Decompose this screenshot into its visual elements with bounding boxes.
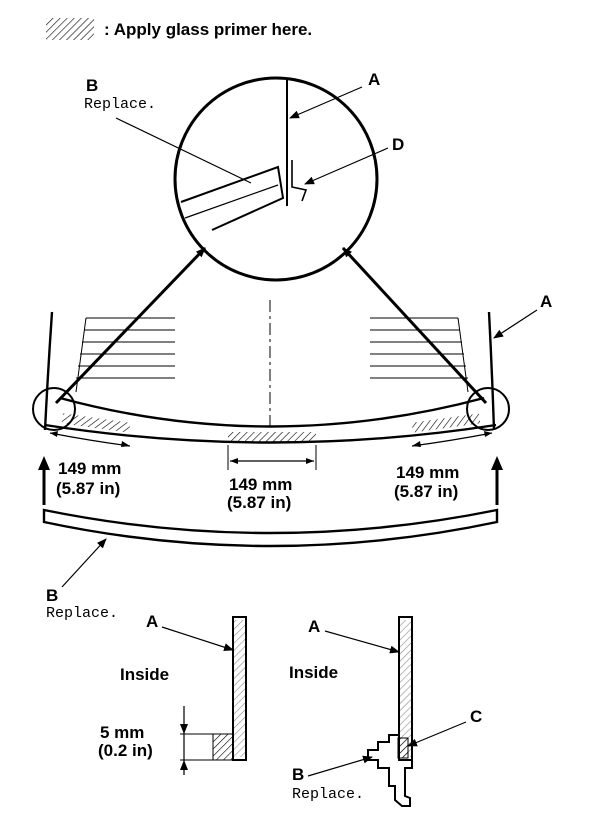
leader-b-molding: [61, 538, 107, 588]
replace-label-molding: Replace.: [46, 605, 118, 622]
clip-c: [397, 737, 409, 759]
cross-section-left: A Inside 5 mm (0.2 in): [98, 612, 247, 775]
pointer-arrow-right: [341, 246, 488, 405]
molding-section-b: [367, 734, 413, 807]
zoom-molding-inner: [184, 184, 279, 219]
label-inside-left: Inside: [120, 665, 169, 684]
callout-b-top: B: [86, 76, 98, 95]
leader-d: [304, 147, 389, 185]
callout-a-windshield: A: [540, 292, 552, 311]
dim-height-in: (0.2 in): [98, 741, 153, 760]
callout-a-section-left: A: [146, 612, 158, 631]
zoom-clip-d: [291, 160, 308, 202]
zoom-circle: [173, 76, 379, 282]
leader-b-section: [307, 755, 373, 777]
defroster-lines-right: [370, 317, 469, 393]
primer-zone-center: [228, 432, 316, 442]
primer-zone-left: [61, 413, 131, 433]
glass-hatch-right: [400, 620, 411, 757]
legend-text: : Apply glass primer here.: [104, 20, 312, 39]
dim-left-in: (5.87 in): [56, 479, 120, 498]
primer-block-left: [212, 733, 234, 761]
callout-b-molding: B: [46, 586, 58, 605]
zoom-pointers: [54, 246, 488, 405]
defroster-lines-left: [75, 317, 175, 393]
legend-hatch-swatch: [46, 18, 94, 40]
label-inside-right: Inside: [289, 663, 338, 682]
body-pillar-left: [43, 311, 54, 431]
windshield-edge-outer: [44, 423, 497, 444]
up-arrow-right: [491, 456, 503, 505]
callout-a-section-right: A: [308, 617, 320, 636]
primer-zone-right: [411, 413, 481, 433]
cross-section-right: A Inside C B Replace.: [289, 616, 482, 807]
leader-a-section-left: [161, 626, 234, 652]
leader-a-zoom: [289, 86, 363, 119]
leader-c: [407, 721, 467, 747]
dim-left-mm: 149 mm: [58, 459, 121, 478]
zoom-detail: [173, 76, 379, 282]
zoom-callouts: B Replace. A D: [84, 70, 404, 185]
dim-right-in: (5.87 in): [394, 482, 458, 501]
corner-circle-right: [466, 387, 510, 431]
callout-c: C: [470, 707, 482, 726]
pointer-arrow-left: [54, 246, 207, 405]
molding-b-shape: [42, 508, 499, 548]
leader-a-windshield: [493, 309, 538, 339]
dim-height-mm: 5 mm: [100, 723, 144, 742]
windshield-glass: [59, 396, 485, 428]
callout-b-section: B: [292, 765, 304, 784]
legend: : Apply glass primer here.: [46, 18, 312, 40]
replace-label-top: Replace.: [84, 96, 156, 113]
callout-a-zoom: A: [368, 70, 380, 89]
leader-b-top: [115, 117, 252, 184]
replace-label-section: Replace.: [292, 786, 364, 803]
dimensions: 149 mm (5.87 in) 149 mm (5.87 in) 149 mm…: [38, 431, 503, 512]
molding-b: B Replace.: [42, 508, 499, 622]
up-arrow-left: [38, 456, 50, 505]
corner-circle-left: [32, 387, 76, 431]
dim-right-mm: 149 mm: [396, 463, 459, 482]
callout-d: D: [392, 135, 404, 154]
windshield-view: A: [32, 292, 552, 444]
dim-center-mm: 149 mm: [229, 475, 292, 494]
body-pillar-right: [487, 311, 496, 431]
zoom-molding-b: [180, 165, 285, 231]
dim-center-in: (5.87 in): [227, 493, 291, 512]
glass-hatch-left: [234, 620, 245, 757]
leader-a-section-right: [324, 630, 400, 654]
